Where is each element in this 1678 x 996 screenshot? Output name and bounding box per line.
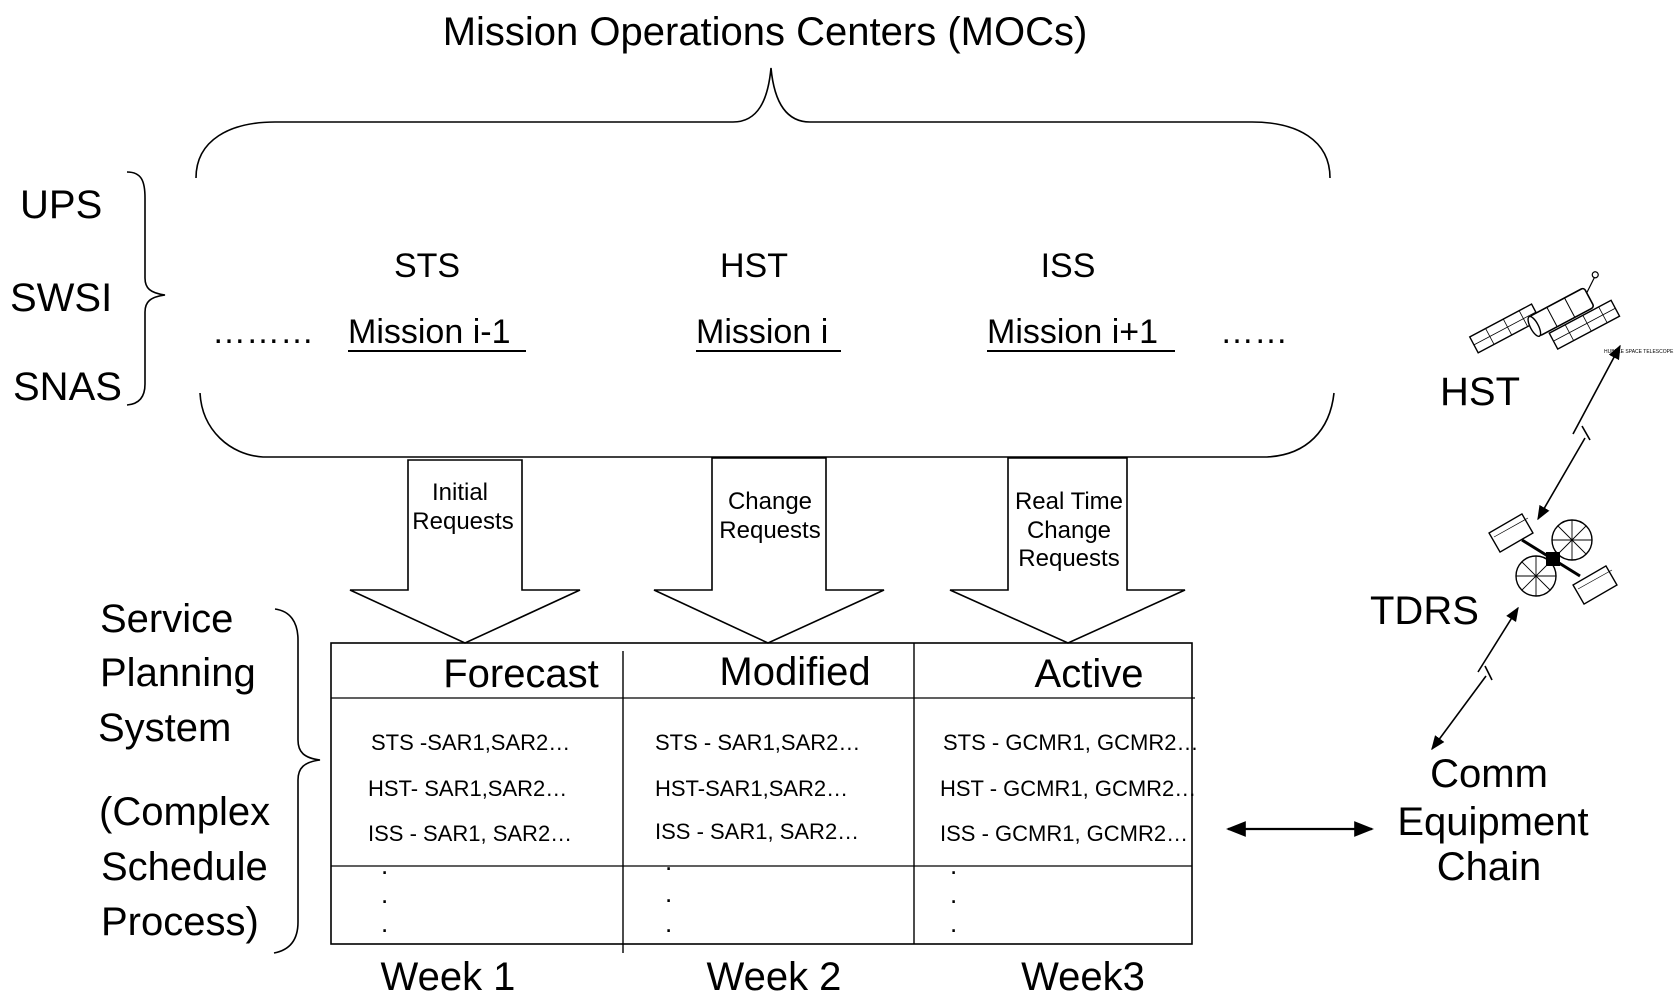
schedule-table: Forecast Modified Active STS -SAR1,SAR2…… xyxy=(330,642,1198,953)
trailing-dots: …… xyxy=(1220,313,1288,351)
modified-row-hst: HST-SAR1,SAR2… xyxy=(655,776,848,801)
program-hst: HST xyxy=(720,247,788,285)
col-modified-header: Modified xyxy=(719,650,870,694)
active-row-sts: STS - GCMR1, GCMR2… xyxy=(943,730,1198,755)
active-continuation-1: . xyxy=(950,850,957,880)
modified-row-sts: STS - SAR1,SAR2… xyxy=(655,730,860,755)
planning-brace xyxy=(273,608,321,954)
week-3-label: Week3 xyxy=(1021,955,1145,996)
mission-i-plus-1: Mission i+1 xyxy=(987,313,1158,351)
active-row-iss: ISS - GCMR1, GCMR2… xyxy=(940,821,1188,846)
forecast-continuation-1: . xyxy=(381,850,388,880)
mission-i: Mission i xyxy=(696,313,828,351)
hst-caption: HUBBLE SPACE TELESCOPE xyxy=(1604,349,1674,355)
program-sts: STS xyxy=(394,247,460,285)
comm-label-2: Equipment xyxy=(1397,800,1588,844)
hst-tdrs-link-arrow xyxy=(1537,344,1621,521)
diagram-title: Mission Operations Centers (MOCs) xyxy=(443,10,1088,54)
arrow-realtime-label-3: Requests xyxy=(1018,545,1119,572)
planning-label-1: Service xyxy=(100,597,233,641)
week-2-label: Week 2 xyxy=(707,955,842,996)
comm-label-1: Comm xyxy=(1430,752,1548,796)
planning-label-4: (Complex xyxy=(99,790,270,834)
active-row-hst: HST - GCMR1, GCMR2… xyxy=(940,776,1196,801)
program-iss: ISS xyxy=(1041,247,1096,285)
forecast-continuation-2: . xyxy=(381,879,388,909)
arrow-realtime-requests: Real Time Change Requests xyxy=(949,457,1186,644)
forecast-continuation-3: . xyxy=(381,908,388,938)
week-1-label: Week 1 xyxy=(381,955,516,996)
arrow-change-label-2: Requests xyxy=(719,517,820,544)
arrow-change-label-1: Change xyxy=(728,488,812,515)
arrow-initial-requests: Initial Requests xyxy=(349,459,581,644)
moc-brace xyxy=(195,67,1331,179)
planning-label-6: Process) xyxy=(101,900,259,944)
forecast-row-sts: STS -SAR1,SAR2… xyxy=(371,730,570,755)
modified-row-iss: ISS - SAR1, SAR2… xyxy=(655,819,859,844)
active-continuation-2: . xyxy=(950,879,957,909)
tdrs-label: TDRS xyxy=(1370,589,1479,633)
planning-label-5: Schedule xyxy=(101,845,268,889)
planning-label-3: System xyxy=(98,706,231,750)
leading-dots: ……… xyxy=(212,313,314,351)
tdrs-comm-link-arrow xyxy=(1431,606,1519,751)
arrow-initial-label-2: Requests xyxy=(412,508,513,535)
interface-ups: UPS xyxy=(20,183,102,227)
interface-snas: SNAS xyxy=(13,365,122,409)
forecast-row-hst: HST- SAR1,SAR2… xyxy=(368,776,567,801)
arrow-realtime-label-1: Real Time xyxy=(1015,488,1123,515)
active-continuation-3: . xyxy=(950,908,957,938)
tdrs-satellite-icon xyxy=(1488,513,1618,605)
modified-continuation-3: . xyxy=(665,908,672,938)
forecast-row-iss: ISS - SAR1, SAR2… xyxy=(368,821,572,846)
col-forecast-header: Forecast xyxy=(443,652,599,696)
hubble-telescope-icon xyxy=(1468,271,1621,354)
arrow-initial-label-1: Initial xyxy=(432,479,488,506)
moc-bottom-curve xyxy=(199,392,1335,458)
col-active-header: Active xyxy=(1035,652,1144,696)
planning-label-2: Planning xyxy=(100,651,256,695)
arrow-realtime-label-2: Change xyxy=(1027,517,1111,544)
mission-i-minus-1: Mission i-1 xyxy=(348,313,510,351)
arrow-change-requests: Change Requests xyxy=(653,457,885,644)
modified-continuation-1: . xyxy=(665,846,672,876)
modified-continuation-2: . xyxy=(665,878,672,908)
interface-swsi: SWSI xyxy=(10,276,112,320)
interface-brace xyxy=(126,171,166,406)
comm-label-3: Chain xyxy=(1437,845,1542,889)
hst-label: HST xyxy=(1440,370,1520,414)
